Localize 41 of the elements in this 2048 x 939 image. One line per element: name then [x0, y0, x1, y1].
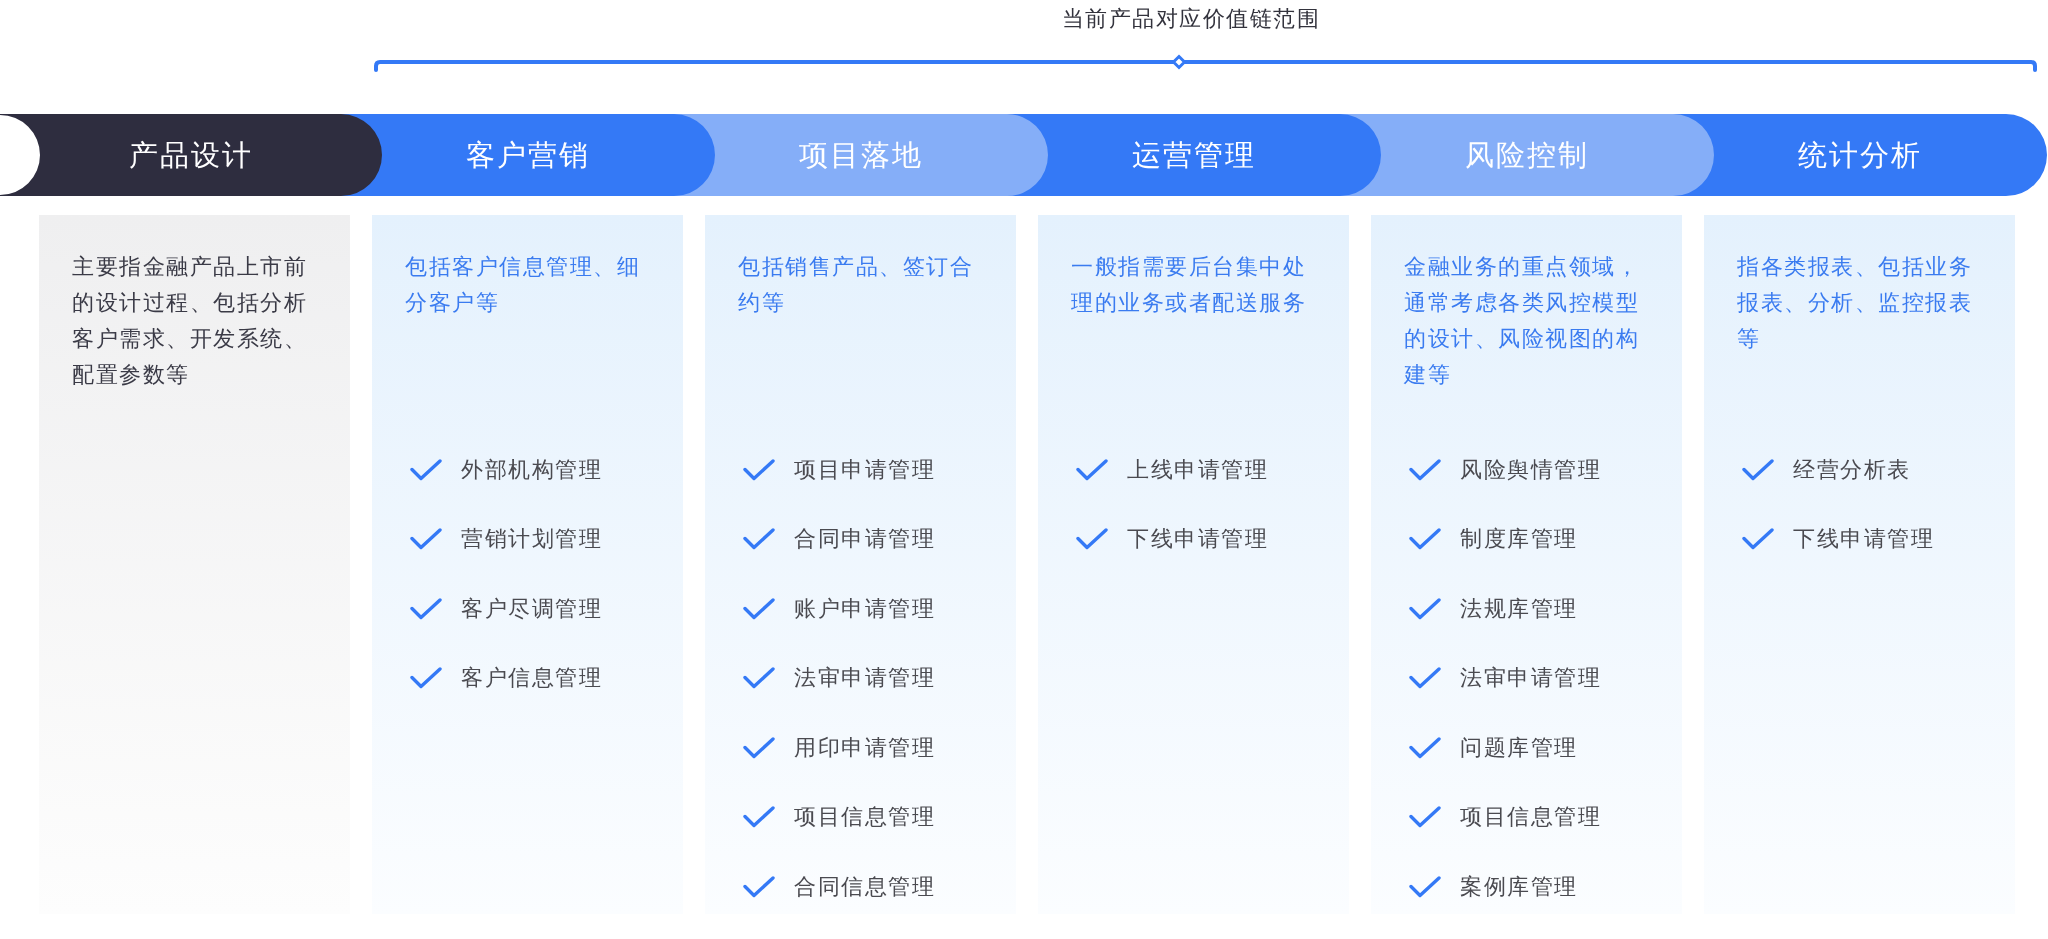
checklist-item: 账户申请管理 [794, 594, 935, 623]
stage-pill [0, 114, 382, 196]
checklist-item: 下线申请管理 [1793, 525, 1934, 554]
stage-title: 风险控制 [1465, 140, 1589, 170]
range-label: 当前产品对应价值链范围 [1061, 5, 1321, 33]
checklist-item: 问题库管理 [1460, 733, 1578, 762]
stage-title: 项目落地 [799, 140, 923, 170]
checklist-item: 用印申请管理 [794, 733, 935, 762]
checklist-item: 合同信息管理 [794, 872, 935, 901]
info-card [1038, 215, 1349, 914]
info-card [705, 215, 1016, 914]
checklist-item: 客户信息管理 [461, 664, 602, 693]
card-description: 金融业务的重点领域，通常考虑各类风控模型的设计、风险视图的构建等 [1404, 253, 1640, 389]
stage-title: 客户营销 [466, 140, 590, 170]
checklist-item: 项目信息管理 [794, 803, 935, 832]
card-description: 一般指需要后台集中处理的业务或者配送服务 [1071, 253, 1307, 317]
checklist-item: 营销计划管理 [461, 525, 602, 554]
checklist-item: 制度库管理 [1460, 525, 1578, 554]
checklist-item: 项目信息管理 [1460, 803, 1601, 832]
stage-title: 产品设计 [129, 140, 253, 170]
card-description: 主要指金融产品上市前的设计过程、包括分析客户需求、开发系统、配置参数等 [72, 253, 308, 389]
checklist-item: 法审申请管理 [794, 664, 935, 693]
checklist-item: 客户尽调管理 [461, 594, 602, 623]
checklist-item: 法审申请管理 [1460, 664, 1601, 693]
card-description: 指各类报表、包括业务报表、分析、监控报表等 [1737, 253, 1973, 353]
checklist-item: 上线申请管理 [1127, 455, 1268, 484]
checklist-item: 法规库管理 [1460, 594, 1578, 623]
checklist-item: 外部机构管理 [461, 455, 602, 484]
info-card [372, 215, 683, 914]
checklist-item: 下线申请管理 [1127, 525, 1268, 554]
checklist-item: 风险舆情管理 [1460, 455, 1601, 484]
checklist-item: 经营分析表 [1793, 455, 1911, 484]
stage-title: 统计分析 [1798, 140, 1922, 170]
info-card [1371, 215, 1682, 914]
card-description: 包括销售产品、签订合约等 [738, 253, 974, 317]
stage-title: 运营管理 [1132, 140, 1256, 170]
checklist-item: 合同申请管理 [794, 525, 935, 554]
checklist-item: 项目申请管理 [794, 455, 935, 484]
info-card [1704, 215, 2015, 914]
checklist-item: 案例库管理 [1460, 872, 1578, 901]
card-description: 包括客户信息管理、细分客户等 [405, 253, 641, 317]
